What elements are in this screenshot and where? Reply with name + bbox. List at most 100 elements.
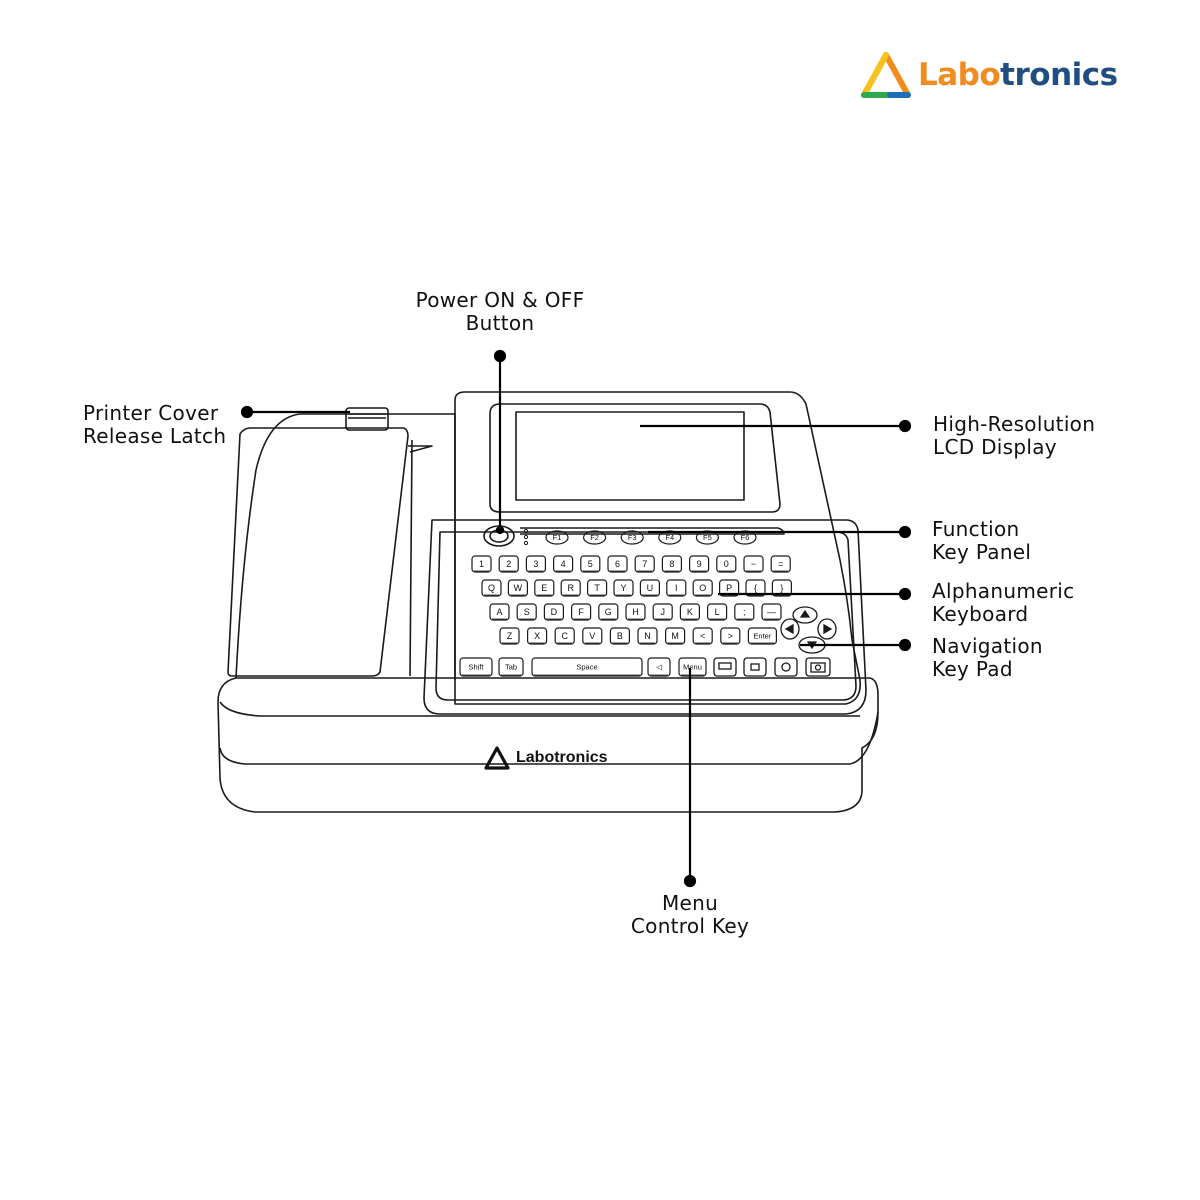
- svg-text:J: J: [660, 607, 665, 617]
- key-row2-9: P: [718, 579, 740, 597]
- printer-body: [235, 413, 456, 680]
- key-row3-1: S: [516, 603, 537, 621]
- key-row5-1: Tab: [498, 657, 524, 677]
- device-front-brand: Labotronics: [484, 746, 608, 770]
- key-row2-6: U: [639, 579, 661, 597]
- key-row3-10: —: [761, 603, 782, 621]
- key-row3-3: F: [570, 603, 592, 621]
- svg-text:Z: Z: [507, 631, 513, 641]
- key-row1-0: 1: [471, 555, 492, 573]
- brand-logo: Labotronics: [860, 50, 1118, 100]
- asdf-key-row: A S D F G H J K L; —: [489, 603, 782, 621]
- key-row5-0: Shift: [459, 657, 493, 677]
- svg-text:L: L: [715, 607, 720, 617]
- key-row1-6: 7: [634, 555, 655, 573]
- key-row2-0: Q: [481, 579, 502, 597]
- key-row2-3: R: [560, 579, 581, 597]
- key-row3-6: J: [652, 603, 673, 621]
- svg-text:R: R: [567, 583, 574, 593]
- key-row5-4: Menu: [678, 657, 707, 677]
- printer-cover-latch: [345, 407, 389, 431]
- svg-text:F2: F2: [590, 533, 599, 542]
- key-row3-2: D: [543, 603, 565, 621]
- svg-text:6: 6: [615, 559, 620, 569]
- key-row1-3: 4: [552, 555, 574, 573]
- svg-text:V: V: [589, 631, 595, 641]
- console-body: [454, 391, 862, 705]
- printer-cover: [227, 427, 409, 677]
- key-row4-6: M: [664, 627, 686, 645]
- svg-text:2: 2: [506, 559, 511, 569]
- function-key-f1: F1: [545, 530, 569, 545]
- key-row4-4: B: [609, 627, 631, 645]
- svg-text:F5: F5: [703, 533, 712, 542]
- svg-text:S: S: [524, 607, 530, 617]
- key-row3-5: H: [625, 603, 646, 621]
- svg-text:8: 8: [669, 559, 674, 569]
- svg-text:A: A: [496, 607, 502, 617]
- brand-triangle-icon: [861, 52, 911, 98]
- camera-key-icon: [805, 657, 831, 677]
- key-row3-9: ;: [734, 603, 755, 621]
- settings-key-icon: [774, 657, 798, 677]
- svg-text:Q: Q: [488, 583, 495, 593]
- key-row5-3: ◁: [647, 657, 671, 677]
- key-row4-1: X: [526, 627, 548, 645]
- svg-text:—: —: [767, 607, 776, 617]
- svg-text:I: I: [675, 583, 678, 593]
- svg-text:F1: F1: [553, 533, 562, 542]
- key-row3-4: G: [598, 603, 619, 621]
- svg-text:Space: Space: [576, 663, 597, 672]
- svg-text:Y: Y: [620, 583, 626, 593]
- svg-text:3: 3: [533, 559, 538, 569]
- svg-text:T: T: [594, 583, 600, 593]
- svg-text:}: }: [780, 583, 783, 593]
- svg-text:G: G: [605, 607, 612, 617]
- svg-text:9: 9: [697, 559, 702, 569]
- nav-left-key: [780, 618, 800, 640]
- svg-text:K: K: [687, 607, 693, 617]
- key-row3-0: A: [489, 603, 510, 621]
- device-base-edge: [219, 711, 879, 765]
- svg-text:<: <: [700, 631, 705, 641]
- key-row2-8: O: [692, 579, 713, 597]
- svg-text:Shift: Shift: [468, 663, 484, 672]
- svg-text:Enter: Enter: [753, 632, 771, 641]
- key-row1-5: 6: [607, 555, 628, 573]
- svg-text:F3: F3: [628, 533, 637, 542]
- brand-name: Labotronics: [918, 57, 1118, 93]
- svg-text:Menu: Menu: [683, 663, 702, 672]
- svg-text:B: B: [617, 631, 623, 641]
- key-row4-0: Z: [499, 627, 520, 645]
- svg-text:F: F: [578, 607, 584, 617]
- nav-up-key: [792, 606, 818, 624]
- key-row4-9: Enter: [747, 627, 778, 645]
- key-row1-4: 5: [580, 555, 601, 573]
- bottom-key-row: Shift Tab Space ◁ Menu: [459, 657, 707, 677]
- stop-key-icon: [743, 657, 767, 677]
- svg-text:5: 5: [588, 559, 593, 569]
- function-key-f2: F2: [582, 530, 607, 545]
- svg-text:U: U: [647, 583, 654, 593]
- svg-text:0: 0: [724, 559, 729, 569]
- key-row1-1: 2: [498, 555, 519, 573]
- nav-right-key: [817, 618, 837, 640]
- svg-text:E: E: [541, 583, 547, 593]
- svg-text:−: −: [751, 559, 756, 569]
- svg-text:W: W: [514, 583, 523, 593]
- key-row1-11: =: [770, 555, 791, 573]
- svg-text:N: N: [644, 631, 651, 641]
- key-row2-1: W: [507, 579, 528, 597]
- key-row3-8: L: [706, 603, 728, 621]
- key-row4-7: <: [692, 627, 713, 645]
- key-row4-2: C: [554, 627, 575, 645]
- key-row5-2: Space: [531, 657, 643, 677]
